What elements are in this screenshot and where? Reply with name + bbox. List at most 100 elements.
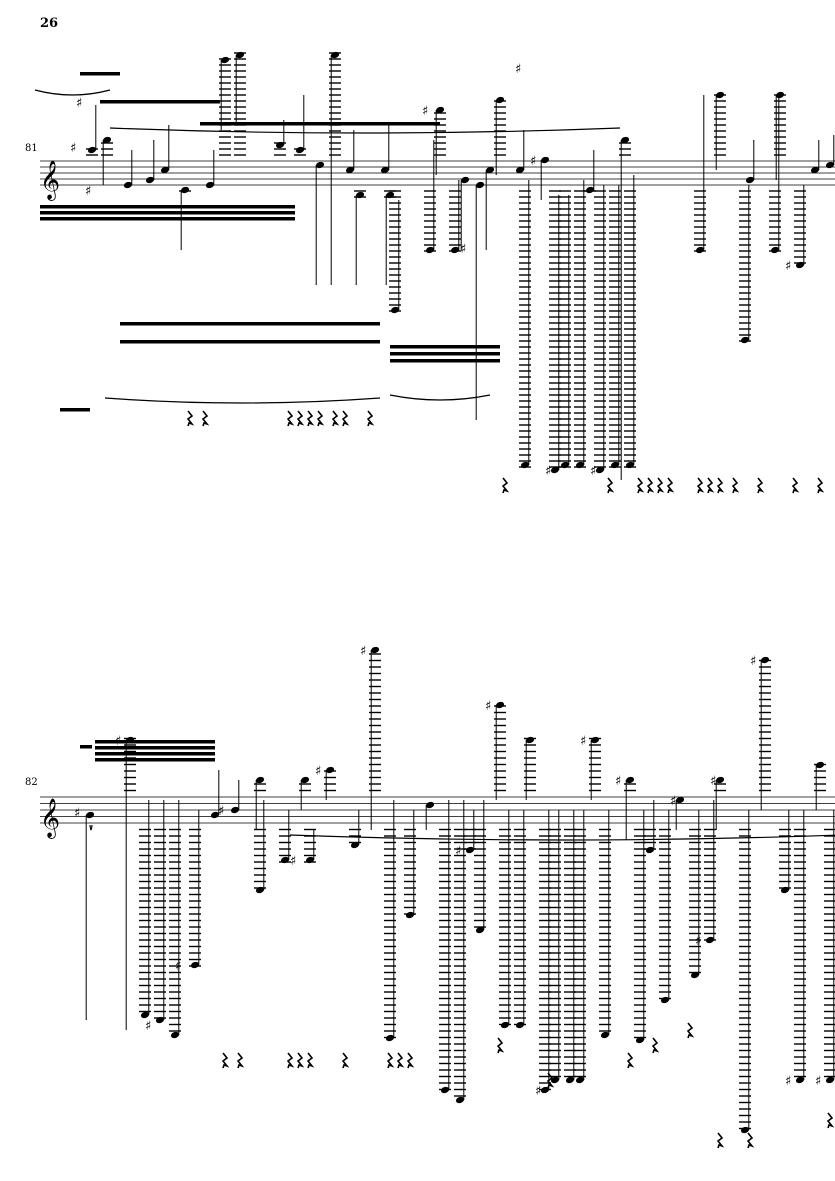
quarter-rest-icon bbox=[546, 1072, 555, 1089]
notehead bbox=[235, 51, 245, 59]
notehead bbox=[460, 176, 470, 184]
sharp-icon: ♯ bbox=[115, 734, 121, 749]
notehead bbox=[405, 911, 415, 919]
sharp-icon: ♯ bbox=[315, 764, 321, 779]
notehead bbox=[780, 886, 790, 894]
treble-clef-icon: 𝄞 bbox=[40, 798, 60, 839]
sharp-icon: ♯ bbox=[580, 734, 586, 749]
notehead bbox=[455, 1096, 465, 1104]
beam bbox=[60, 408, 90, 412]
quarter-rest-icon bbox=[286, 1052, 295, 1069]
notehead bbox=[102, 136, 112, 144]
sharp-icon: ♯ bbox=[615, 774, 621, 789]
tie bbox=[109, 127, 621, 134]
beam bbox=[80, 72, 120, 76]
quarter-rest-icon bbox=[636, 477, 645, 494]
notehead bbox=[610, 461, 620, 469]
notehead bbox=[155, 1016, 165, 1024]
quarter-rest-icon bbox=[366, 410, 375, 427]
notehead bbox=[770, 246, 780, 254]
tie bbox=[89, 824, 93, 831]
sharp-icon: ♯ bbox=[590, 464, 596, 479]
quarter-rest-icon bbox=[646, 477, 655, 494]
notehead bbox=[180, 186, 190, 194]
treble-clef-icon: 𝄞 bbox=[40, 160, 60, 201]
notehead bbox=[495, 701, 505, 709]
notehead bbox=[205, 181, 215, 189]
notehead bbox=[675, 796, 685, 804]
notehead bbox=[380, 166, 390, 174]
sharp-icon: ♯ bbox=[785, 1074, 791, 1089]
tie bbox=[34, 89, 111, 96]
beam bbox=[390, 352, 500, 356]
sharp-icon: ♯ bbox=[695, 934, 701, 949]
notehead bbox=[620, 136, 630, 144]
quarter-rest-icon bbox=[341, 1052, 350, 1069]
notehead bbox=[705, 936, 715, 944]
notehead bbox=[390, 306, 400, 314]
notehead bbox=[485, 166, 495, 174]
sharp-icon: ♯ bbox=[175, 959, 181, 974]
beam bbox=[95, 746, 215, 750]
quarter-rest-icon bbox=[731, 477, 740, 494]
notehead bbox=[815, 761, 825, 769]
sharp-icon: ♯ bbox=[85, 184, 91, 199]
notehead bbox=[595, 466, 605, 474]
notehead bbox=[330, 51, 340, 59]
quarter-rest-icon bbox=[496, 1037, 505, 1054]
notehead bbox=[475, 181, 485, 189]
notehead bbox=[350, 841, 360, 849]
sharp-icon: ♯ bbox=[710, 774, 716, 789]
sharp-icon: ♯ bbox=[530, 154, 536, 169]
beam bbox=[120, 340, 380, 344]
quarter-rest-icon bbox=[306, 1052, 315, 1069]
quarter-rest-icon bbox=[826, 1112, 835, 1129]
quarter-rest-icon bbox=[296, 1052, 305, 1069]
notehead bbox=[295, 146, 305, 154]
quarter-rest-icon bbox=[816, 477, 825, 494]
quarter-rest-icon bbox=[406, 1052, 415, 1069]
quarter-rest-icon bbox=[626, 1052, 635, 1069]
notehead bbox=[85, 811, 95, 819]
notehead bbox=[635, 1036, 645, 1044]
notehead bbox=[745, 176, 755, 184]
quarter-rest-icon bbox=[686, 1022, 695, 1039]
quarter-rest-icon bbox=[341, 410, 350, 427]
notehead bbox=[775, 91, 785, 99]
sharp-icon: ♯ bbox=[545, 464, 551, 479]
beam bbox=[40, 205, 295, 209]
notehead bbox=[170, 1031, 180, 1039]
quarter-rest-icon bbox=[606, 477, 615, 494]
beam bbox=[200, 122, 440, 126]
notehead bbox=[540, 1086, 550, 1094]
quarter-rest-icon bbox=[656, 477, 665, 494]
notehead bbox=[355, 191, 365, 199]
notehead bbox=[695, 246, 705, 254]
beam bbox=[95, 758, 215, 762]
quarter-rest-icon bbox=[386, 1052, 395, 1069]
notehead bbox=[220, 56, 230, 64]
tie bbox=[104, 397, 381, 404]
quarter-rest-icon bbox=[201, 410, 210, 427]
notehead bbox=[500, 1021, 510, 1029]
quarter-rest-icon bbox=[221, 1052, 230, 1069]
beam bbox=[120, 322, 380, 326]
notehead bbox=[325, 766, 335, 774]
sharp-icon: ♯ bbox=[74, 806, 80, 821]
sharp-icon: ♯ bbox=[422, 104, 428, 119]
notehead bbox=[160, 166, 170, 174]
notehead bbox=[540, 156, 550, 164]
notehead bbox=[315, 161, 325, 169]
sharp-icon: ♯ bbox=[455, 844, 461, 859]
notehead bbox=[660, 996, 670, 1004]
measure-number-81: 81 bbox=[25, 143, 38, 154]
notehead bbox=[795, 261, 805, 269]
notehead bbox=[140, 1011, 150, 1019]
notehead bbox=[385, 1034, 395, 1042]
quarter-rest-icon bbox=[296, 410, 305, 427]
notehead bbox=[690, 971, 700, 979]
sharp-icon: ♯ bbox=[485, 699, 491, 714]
notehead bbox=[145, 176, 155, 184]
sharp-icon: ♯ bbox=[70, 141, 76, 156]
notehead bbox=[600, 1031, 610, 1039]
